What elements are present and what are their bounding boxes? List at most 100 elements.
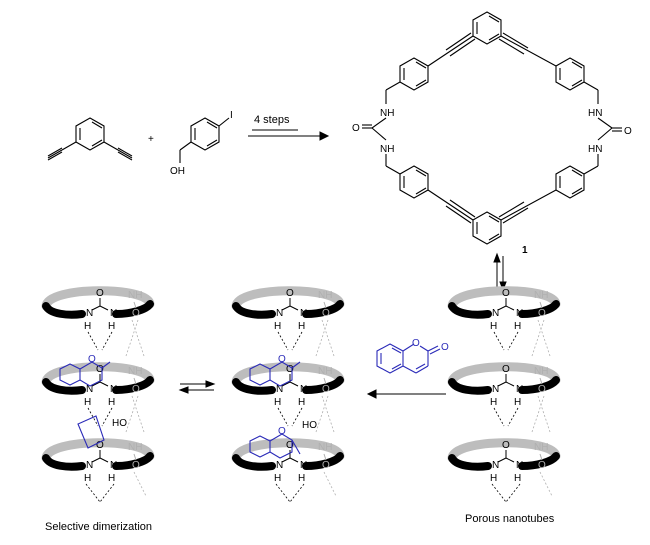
terminal-hbonds xyxy=(491,471,553,503)
guest-carbonyl xyxy=(101,361,111,369)
guest-o: O xyxy=(88,354,96,365)
plus-sign: + xyxy=(148,134,154,145)
back-o: O xyxy=(538,308,546,319)
caption-porous-nanotubes: Porous nanotubes xyxy=(465,513,555,525)
back-nh: NH xyxy=(318,366,332,377)
urea-h-left: H xyxy=(490,473,497,484)
equilibrium-arrow-horizontal xyxy=(178,380,216,394)
hbond xyxy=(101,407,113,427)
ring-front-right xyxy=(518,300,560,318)
hbond xyxy=(87,407,99,427)
hbond-back xyxy=(539,471,553,497)
ring-front-left xyxy=(448,454,492,471)
back-bond xyxy=(539,453,543,461)
urea-h-left: H xyxy=(84,397,91,408)
ring-front-right xyxy=(518,376,560,394)
ring-back xyxy=(447,438,561,463)
reaction-arrow xyxy=(248,129,330,141)
urea-n-left: N xyxy=(276,308,283,319)
urea-o: O xyxy=(502,364,510,375)
urea-bond xyxy=(497,305,507,311)
hbond-back xyxy=(321,319,335,357)
coumarin-carbonyl-oxygen: O xyxy=(441,342,449,353)
guest-o: O xyxy=(278,354,286,365)
back-nh: NH xyxy=(534,442,548,453)
urea-h-left: H xyxy=(490,321,497,332)
urea-n-right: N xyxy=(516,460,523,471)
hn-right-bottom: HN xyxy=(588,144,602,155)
back-o: O xyxy=(538,384,546,395)
urea-h-right: H xyxy=(298,473,305,484)
ring-front-right xyxy=(112,300,154,318)
urea-h-right: H xyxy=(108,473,115,484)
diethynylbenzene xyxy=(47,117,133,161)
back-nh: NH xyxy=(534,366,548,377)
compound-number: 1 xyxy=(522,245,528,256)
urea-n-right: N xyxy=(516,308,523,319)
hbond-back xyxy=(531,319,545,357)
urea-n-left: N xyxy=(86,384,93,395)
urea-h-right: H xyxy=(108,321,115,332)
urea-bond xyxy=(99,381,109,387)
ring-front-left xyxy=(232,454,276,471)
hbond-back xyxy=(537,395,551,433)
nh-left-bottom: NH xyxy=(380,144,394,155)
ring-front-left xyxy=(42,454,86,471)
urea-bond xyxy=(281,457,291,463)
ring-back xyxy=(231,438,345,463)
o-right: O xyxy=(624,126,632,137)
hbond-back xyxy=(315,319,329,357)
ring-back xyxy=(41,362,155,387)
iodobenzyl-alcohol xyxy=(179,117,230,163)
back-nh: NH xyxy=(128,442,142,453)
urea-h-right: H xyxy=(108,397,115,408)
hbond-back xyxy=(125,395,139,433)
hbond xyxy=(275,483,291,503)
back-o: O xyxy=(322,384,330,395)
urea-bond xyxy=(281,305,291,311)
reaction-arrow-label: 4 steps xyxy=(254,114,290,126)
hbond xyxy=(493,331,505,351)
ring-front-right xyxy=(518,452,560,470)
urea-h-left: H xyxy=(274,321,281,332)
urea-bond xyxy=(497,457,507,463)
hbond xyxy=(505,483,521,503)
ring-front-left xyxy=(232,302,276,319)
urea-bond xyxy=(497,381,507,387)
hbond-back xyxy=(131,319,145,357)
back-o: O xyxy=(132,460,140,471)
urea-bond xyxy=(289,381,299,387)
back-o: O xyxy=(538,460,546,471)
ring-front-right xyxy=(302,300,344,318)
ring-front-right xyxy=(302,452,344,470)
urea-n-left: N xyxy=(492,384,499,395)
hbond-back xyxy=(531,395,545,433)
nh-left-top: NH xyxy=(380,108,394,119)
equilibrium-arrow-vertical xyxy=(493,252,507,292)
ring-front-left xyxy=(448,378,492,395)
back-o: O xyxy=(322,308,330,319)
ring-back xyxy=(231,362,345,387)
urea-h-left: H xyxy=(490,397,497,408)
hbond xyxy=(491,483,507,503)
urea-n-left: N xyxy=(492,460,499,471)
hydrogen-bonds xyxy=(87,395,145,433)
hbond-back xyxy=(321,395,335,433)
urea-h-left: H xyxy=(84,321,91,332)
hydrogen-bonds xyxy=(87,319,145,357)
urea-bond xyxy=(289,457,299,463)
back-bond xyxy=(539,377,543,385)
urea-h-left: H xyxy=(84,473,91,484)
urea-h-left: H xyxy=(274,397,281,408)
hbond xyxy=(85,483,101,503)
urea-n-right: N xyxy=(110,460,117,471)
urea-n-left: N xyxy=(276,384,283,395)
hbond xyxy=(99,483,115,503)
